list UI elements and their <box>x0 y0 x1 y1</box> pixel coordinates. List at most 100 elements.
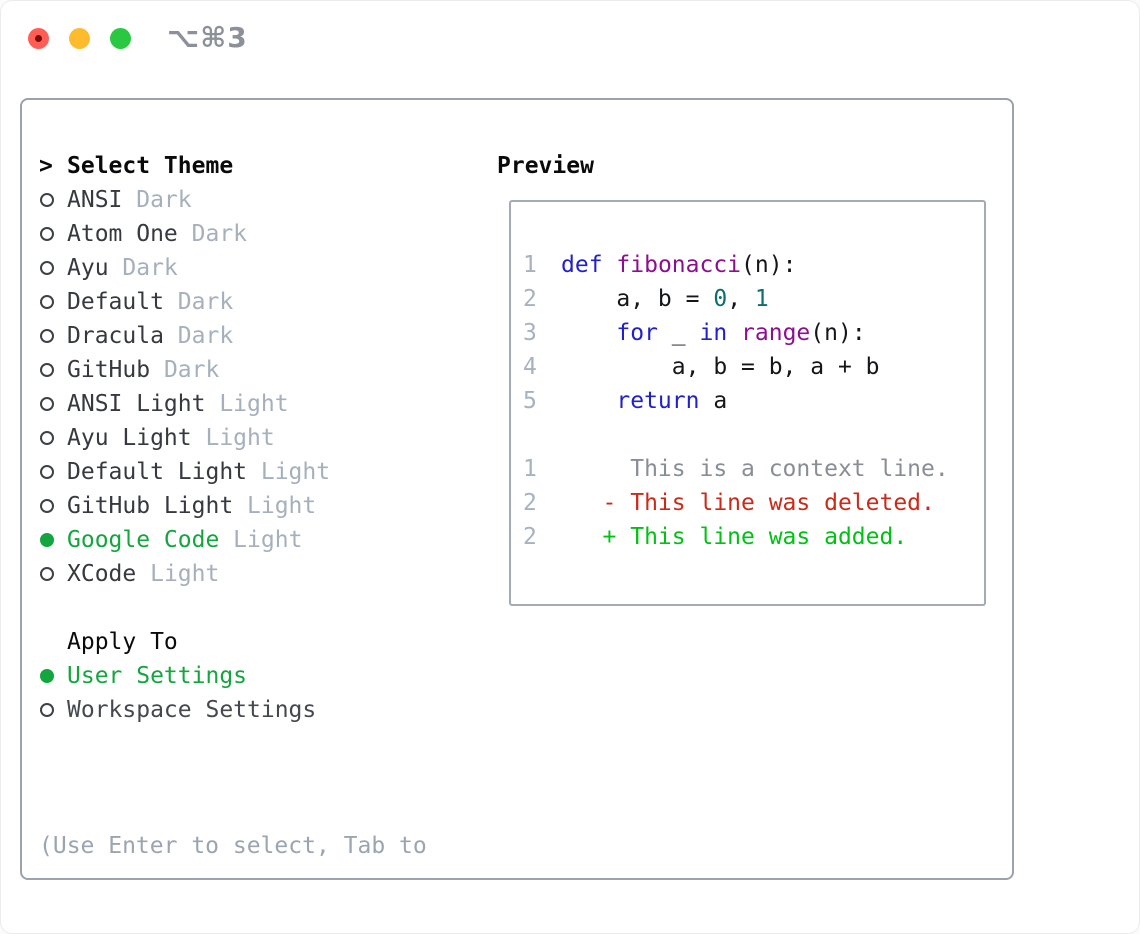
radio-unselected-icon <box>40 431 54 445</box>
theme-variant-badge: Light <box>219 527 303 553</box>
theme-variant-badge: Dark <box>108 255 178 281</box>
apply-option-label: User Settings <box>67 663 248 689</box>
theme-variant-badge: Light <box>247 459 331 485</box>
preview-header: Preview <box>497 149 594 183</box>
code-segment-pln <box>727 320 741 346</box>
theme-option-atom-one[interactable]: Atom One Dark <box>39 217 330 251</box>
code-segment-kwd: def <box>561 252 603 278</box>
code-segment-typ: fibonacci <box>616 252 742 278</box>
preview-code-line: 4 a, b = b, a + b <box>523 350 984 384</box>
theme-name: Ayu Light <box>67 425 192 451</box>
theme-option-xcode[interactable]: XCode Light <box>39 557 330 591</box>
line-number: 2 <box>523 490 537 516</box>
radio-unselected-icon <box>40 261 54 275</box>
preview-code-line: 2 a, b = 0, 1 <box>523 282 984 316</box>
theme-name: Atom One <box>67 221 178 247</box>
theme-variant-badge: Dark <box>177 221 248 247</box>
theme-variant-badge: Dark <box>163 323 234 349</box>
preview-title: Preview <box>497 153 594 179</box>
code-segment-pln: a, b = b, a + b <box>561 354 880 380</box>
code-segment-pln: (n): <box>810 320 866 346</box>
zoom-button[interactable] <box>110 28 131 49</box>
radio-unselected-icon <box>40 397 54 411</box>
code-segment-pln <box>603 252 617 278</box>
code-segment-del: - This line was deleted. <box>561 490 935 516</box>
radio-unselected-icon <box>40 465 54 479</box>
radio-unselected-icon <box>40 499 54 513</box>
radio-unselected-icon <box>40 703 54 717</box>
theme-option-github-light[interactable]: GitHub Light Light <box>39 489 330 523</box>
help-text: (Use Enter to select, Tab to change focu… <box>39 761 427 933</box>
code-segment-pln: , <box>727 286 755 312</box>
code-segment-pln: a, b = <box>561 286 714 312</box>
help-line-1: (Use Enter to select, Tab to <box>39 833 427 859</box>
code-segment-kwd: for <box>616 320 658 346</box>
radio-unselected-icon <box>40 329 54 343</box>
theme-variant-badge: Dark <box>122 187 192 213</box>
code-segment-pln <box>561 388 616 414</box>
theme-name: Ayu <box>67 255 109 281</box>
code-segment-ctx: This is a context line. <box>561 456 949 482</box>
code-segment-kwd: in <box>699 320 728 346</box>
window-title: ⌥⌘3 <box>167 21 248 54</box>
code-segment-kwd: return <box>616 388 700 414</box>
radio-unselected-icon <box>40 295 54 309</box>
radio-unselected-icon <box>40 363 54 377</box>
line-number: 4 <box>523 354 537 380</box>
code-segment-pln: a <box>699 388 728 414</box>
focus-caret: > <box>39 153 53 179</box>
minimize-button[interactable] <box>69 28 90 49</box>
titlebar: ⌥⌘3 <box>1 1 1139 75</box>
radio-unselected-icon <box>40 227 54 241</box>
theme-name: GitHub <box>67 357 151 383</box>
theme-name: XCode <box>67 561 137 587</box>
theme-option-dracula[interactable]: Dracula Dark <box>39 319 330 353</box>
theme-name: ANSI <box>67 187 123 213</box>
theme-variant-badge: Light <box>191 425 275 451</box>
radio-unselected-icon <box>40 567 54 581</box>
theme-option-default[interactable]: Default Dark <box>39 285 330 319</box>
theme-name: Default <box>67 289 164 315</box>
theme-name: Default Light <box>67 459 248 485</box>
preview-code-line: 2 + This line was added. <box>523 520 984 554</box>
preview-code-line: 5 return a <box>523 384 984 418</box>
line-number: 5 <box>523 388 537 414</box>
theme-variant-badge: Light <box>233 493 317 519</box>
theme-option-ayu-light[interactable]: Ayu Light Light <box>39 421 330 455</box>
theme-option-github[interactable]: GitHub Dark <box>39 353 330 387</box>
code-segment-lit: 0 <box>713 286 728 312</box>
radio-selected-icon <box>40 669 54 683</box>
code-segment-pln: _ <box>657 320 700 346</box>
theme-name: GitHub Light <box>67 493 234 519</box>
preview-code-line: 3 for _ in range(n): <box>523 316 984 350</box>
theme-variant-badge: Light <box>205 391 289 417</box>
line-number: 1 <box>523 252 537 278</box>
apply-option-user-settings[interactable]: User Settings <box>39 659 316 693</box>
theme-name: Dracula <box>67 323 164 349</box>
theme-option-ansi-light[interactable]: ANSI Light Light <box>39 387 330 421</box>
preview-blank-line <box>523 418 984 452</box>
theme-option-ayu[interactable]: Ayu Dark <box>39 251 330 285</box>
apply-to-title: Apply To <box>67 629 178 655</box>
apply-option-label: Workspace Settings <box>67 697 317 723</box>
close-button[interactable] <box>28 28 49 49</box>
radio-unselected-icon <box>40 193 54 207</box>
theme-option-default-light[interactable]: Default Light Light <box>39 455 330 489</box>
code-segment-typ: range <box>741 320 811 346</box>
theme-variant-badge: Dark <box>163 289 234 315</box>
theme-list-header: > Select Theme <box>39 149 330 183</box>
line-number: 2 <box>523 286 537 312</box>
select-theme-title: Select Theme <box>67 153 234 179</box>
radio-selected-icon <box>40 533 54 547</box>
preview-code-line: 1 This is a context line. <box>523 452 984 486</box>
theme-option-ansi[interactable]: ANSI Dark <box>39 183 330 217</box>
theme-name: ANSI Light <box>67 391 206 417</box>
apply-option-workspace-settings[interactable]: Workspace Settings <box>39 693 316 727</box>
line-number: 2 <box>523 524 537 550</box>
theme-option-google-code[interactable]: Google Code Light <box>39 523 330 557</box>
